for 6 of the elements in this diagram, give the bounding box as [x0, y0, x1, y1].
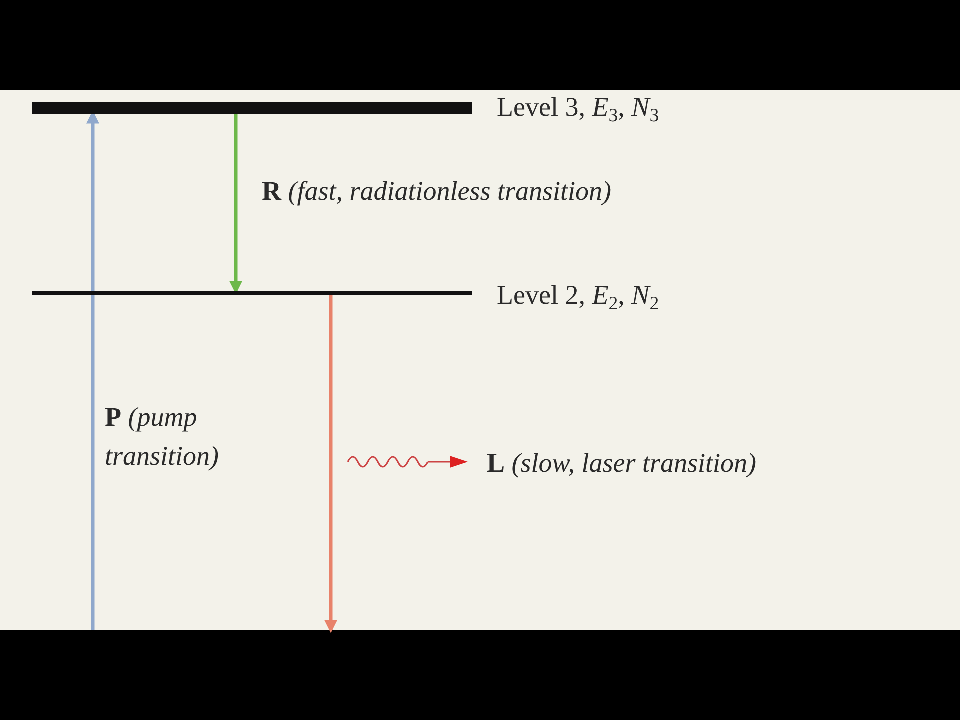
level-label: Level 3, E$_{3}$, N$_{3}$: [497, 94, 660, 127]
transition-label: R (fast, radiationless transition): [262, 175, 613, 208]
level-label: Level 2, E$_{2}$, N$_{2}$: [497, 282, 660, 315]
transition-label: P (pump transition): [105, 401, 220, 474]
arrow: [324, 295, 338, 634]
transition-label: L (slow, laser transition): [487, 447, 758, 480]
